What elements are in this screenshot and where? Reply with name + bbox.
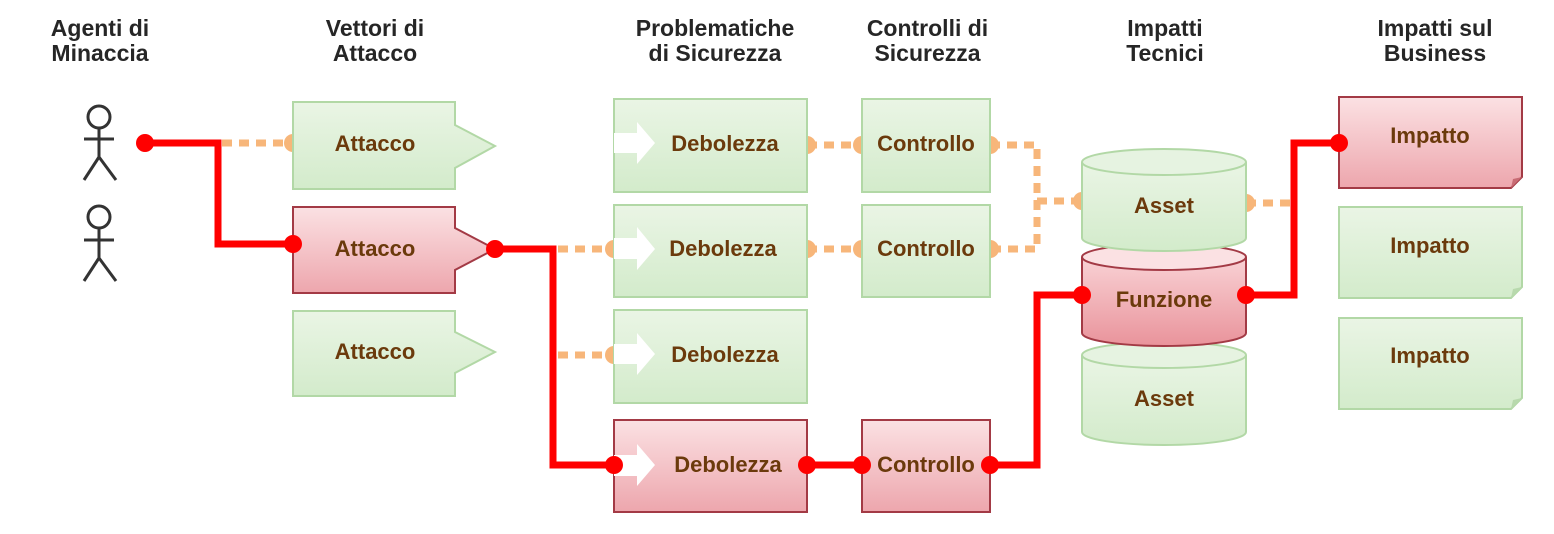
impact-label: Impatto <box>1390 233 1469 258</box>
column-title-vectors: Vettori di Attacco <box>325 15 425 66</box>
control-box-1: Controllo <box>861 98 991 193</box>
weakness-label: Debolezza <box>674 452 782 477</box>
impact-label: Impatto <box>1390 343 1469 368</box>
attack-label: Attacco <box>335 131 416 156</box>
attack-vector-2: Attacco <box>292 206 498 294</box>
column-title-business: Impatti sul Business <box>1377 15 1493 66</box>
weakness-label: Debolezza <box>671 131 779 156</box>
asset-label: Asset <box>1134 386 1195 411</box>
attack-path <box>145 139 1339 469</box>
weakness-box-2: Debolezza <box>613 204 808 298</box>
weakness-label: Debolezza <box>669 236 777 261</box>
asset-cylinder-1: Asset <box>1081 148 1247 252</box>
attack-label: Attacco <box>335 236 416 261</box>
control-box-3: Controllo <box>861 419 991 513</box>
column-title-weaknesses: Problematiche di Sicurezza <box>635 15 795 66</box>
function-cylinder: Funzione <box>1081 243 1247 347</box>
business-impact-2: Impatto <box>1338 206 1523 299</box>
business-impact-3: Impatto <box>1338 317 1523 410</box>
weakness-label: Debolezza <box>671 342 779 367</box>
column-title-technical: Impatti Tecnici <box>1126 15 1204 66</box>
threat-agent-icon <box>82 104 118 181</box>
weakness-box-3: Debolezza <box>613 309 808 404</box>
attack-label: Attacco <box>335 339 416 364</box>
attack-vector-1: Attacco <box>292 101 498 190</box>
column-title-agents: Agenti di Minaccia <box>50 15 150 66</box>
weakness-box-4: Debolezza <box>613 419 808 513</box>
function-label: Funzione <box>1116 287 1213 312</box>
impact-label: Impatto <box>1390 123 1469 148</box>
attack-path-nodes <box>136 134 1348 474</box>
control-label: Controllo <box>877 236 975 261</box>
column-title-controls: Controlli di Sicurezza <box>866 15 989 66</box>
attack-vector-3: Attacco <box>292 310 498 397</box>
weakness-box-1: Debolezza <box>613 98 808 193</box>
control-label: Controllo <box>877 452 975 477</box>
asset-cylinder-2: Asset <box>1081 341 1247 446</box>
threat-agent-icon <box>82 204 118 282</box>
control-label: Controllo <box>877 131 975 156</box>
control-box-2: Controllo <box>861 204 991 298</box>
business-impact-1: Impatto <box>1338 96 1523 189</box>
asset-label: Asset <box>1134 193 1195 218</box>
